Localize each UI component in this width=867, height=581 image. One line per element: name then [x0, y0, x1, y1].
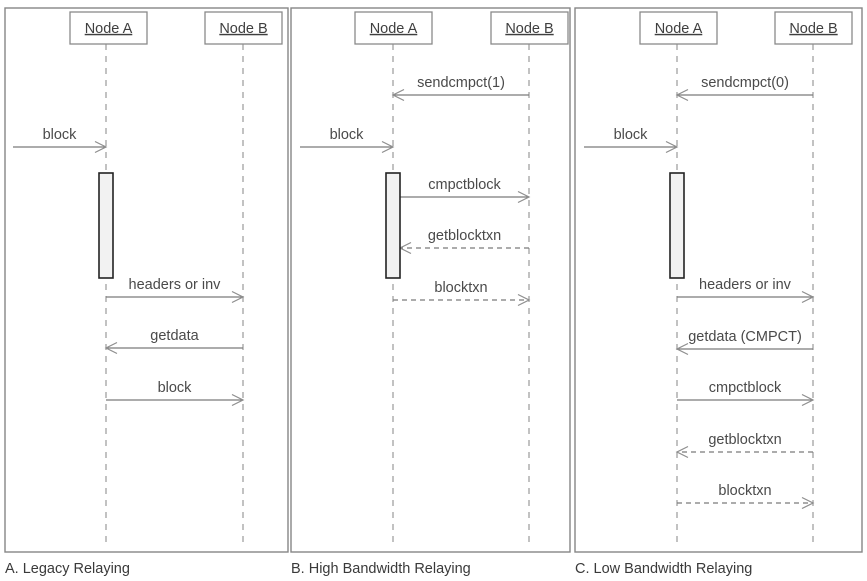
arrowhead-icon: [675, 342, 689, 356]
participant-box-node-b[interactable]: [774, 11, 853, 45]
activation-bar: [385, 172, 401, 279]
sequence-panel: Node A Node B sendcmpct(0) block headers or …: [574, 7, 863, 577]
message-label: cmpctblock: [709, 380, 782, 396]
participant-box-node-a[interactable]: [354, 11, 433, 45]
panel-frame: [290, 7, 571, 553]
participant-box-node-b[interactable]: [490, 11, 569, 45]
arrowhead-icon: [675, 88, 689, 102]
panel-caption: A. Legacy Relaying: [5, 561, 130, 577]
message-label: headers or inv: [699, 277, 792, 293]
arrowhead-icon: [231, 290, 245, 304]
message-label: headers or inv: [129, 277, 222, 293]
message-label: getdata (CMPCT): [688, 329, 802, 345]
arrowhead-icon: [94, 140, 108, 154]
participant-label: Node B: [219, 21, 267, 37]
arrowhead-icon: [675, 445, 689, 459]
participant-label: Node A: [655, 21, 703, 37]
message-label: sendcmpct(0): [701, 75, 789, 91]
arrowhead-icon: [801, 290, 815, 304]
panel-caption: B. High Bandwidth Relaying: [291, 561, 471, 577]
panel-frame: [4, 7, 289, 553]
message-label: getblocktxn: [428, 228, 501, 244]
sequence-panel: Node A Node B sendcmpct(1) block cmpctblock g…: [290, 7, 571, 577]
activation-bar: [98, 172, 114, 279]
panel-frame: [574, 7, 863, 553]
participant-label: Node A: [370, 21, 418, 37]
arrowhead-icon: [104, 341, 118, 355]
arrowhead-icon: [381, 140, 395, 154]
arrowhead-icon: [517, 293, 531, 307]
message-label: cmpctblock: [428, 177, 501, 193]
message-label: block: [43, 127, 78, 143]
arrowhead-icon: [391, 88, 405, 102]
activation-bar: [669, 172, 685, 279]
message-label: blocktxn: [434, 280, 487, 296]
message-label: sendcmpct(1): [417, 75, 505, 91]
participant-label: Node B: [789, 21, 837, 37]
message-label: block: [330, 127, 365, 143]
arrowhead-icon: [665, 140, 679, 154]
message-label: block: [158, 380, 193, 396]
participant-box-node-b[interactable]: [204, 11, 283, 45]
participant-box-node-a[interactable]: [639, 11, 718, 45]
arrowhead-icon: [801, 393, 815, 407]
message-label: getdata: [150, 328, 199, 344]
arrowhead-icon: [517, 190, 531, 204]
arrowhead-icon: [231, 393, 245, 407]
participant-label: Node A: [85, 21, 133, 37]
arrowhead-icon: [801, 496, 815, 510]
message-label: getblocktxn: [708, 432, 781, 448]
message-label: blocktxn: [718, 483, 771, 499]
sequence-panel: Node A Node B block headers or inv getdata bl…: [4, 7, 289, 577]
participant-box-node-a[interactable]: [69, 11, 148, 45]
message-label: block: [614, 127, 649, 143]
panel-caption: C. Low Bandwidth Relaying: [575, 561, 752, 577]
participant-label: Node B: [505, 21, 553, 37]
